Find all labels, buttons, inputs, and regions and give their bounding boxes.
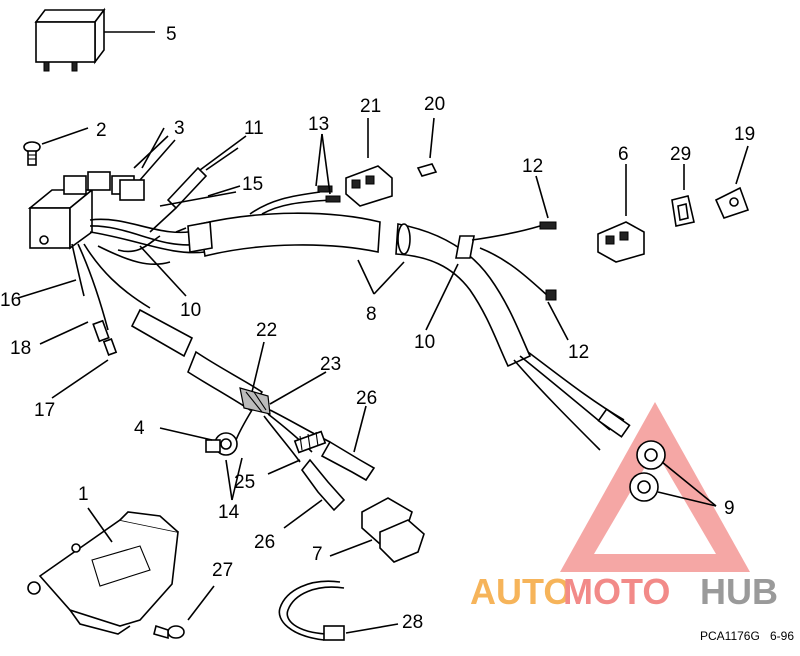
connector-part-7 bbox=[329, 497, 425, 563]
callout-12-top: 12 bbox=[522, 156, 543, 177]
date-code: 6-96 bbox=[770, 629, 794, 643]
callout-27: 27 bbox=[212, 560, 233, 581]
callout-22: 22 bbox=[256, 320, 277, 341]
callout-10-left: 10 bbox=[180, 300, 201, 321]
callout-20: 20 bbox=[424, 94, 445, 115]
callout-21: 21 bbox=[360, 96, 381, 117]
callout-29: 29 bbox=[670, 144, 691, 165]
callout-11: 11 bbox=[244, 118, 264, 139]
bracket-part-1 bbox=[27, 507, 179, 635]
callout-6: 6 bbox=[618, 144, 629, 165]
screw-part-27 bbox=[153, 585, 215, 640]
callout-2: 2 bbox=[96, 120, 107, 141]
lead-parts-17-18 bbox=[92, 319, 118, 356]
callout-1: 1 bbox=[78, 484, 89, 505]
callout-numbers: 5 2 3 11 13 21 20 15 12 6 29 19 16 10 8 … bbox=[0, 24, 755, 633]
callout-7: 7 bbox=[312, 544, 323, 565]
connector-part-21 bbox=[345, 118, 393, 207]
watermark-moto: MOTO bbox=[563, 571, 670, 612]
callout-26-bottom: 26 bbox=[254, 532, 275, 553]
terminal-part-20 bbox=[416, 117, 438, 177]
callout-17: 17 bbox=[34, 400, 55, 421]
callout-19: 19 bbox=[734, 124, 755, 145]
clip-part-29 bbox=[671, 164, 695, 227]
bracket-part-19 bbox=[714, 145, 750, 219]
callout-25: 25 bbox=[234, 472, 255, 493]
watermark-logo: AUTO MOTO HUB bbox=[470, 571, 778, 612]
relay-part-5 bbox=[34, 7, 155, 72]
callout-26-top: 26 bbox=[356, 388, 377, 409]
watermark-auto: AUTO bbox=[470, 571, 571, 612]
callout-4: 4 bbox=[134, 418, 145, 439]
callout-18: 18 bbox=[10, 338, 31, 359]
callout-23: 23 bbox=[320, 354, 341, 375]
wiring-harness bbox=[71, 147, 666, 512]
callout-16: 16 bbox=[0, 290, 21, 311]
strap-part-28 bbox=[278, 580, 399, 641]
callout-9: 9 bbox=[724, 498, 735, 519]
callout-13: 13 bbox=[308, 114, 329, 135]
callout-12-bottom: 12 bbox=[568, 342, 589, 363]
callout-10-right: 10 bbox=[414, 332, 435, 353]
terminal-block-part-3 bbox=[27, 135, 176, 250]
callout-8: 8 bbox=[366, 304, 377, 325]
callout-15: 15 bbox=[242, 174, 263, 195]
callout-28: 28 bbox=[402, 612, 423, 633]
callout-3: 3 bbox=[174, 118, 185, 139]
callout-5: 5 bbox=[166, 24, 177, 45]
callout-14: 14 bbox=[218, 502, 240, 523]
connector-part-6 bbox=[597, 164, 645, 263]
drawing-code: PCA1176G bbox=[700, 629, 760, 643]
leader-lines bbox=[17, 127, 717, 529]
screw-part-2 bbox=[23, 127, 89, 166]
watermark-hub: HUB bbox=[700, 571, 778, 612]
